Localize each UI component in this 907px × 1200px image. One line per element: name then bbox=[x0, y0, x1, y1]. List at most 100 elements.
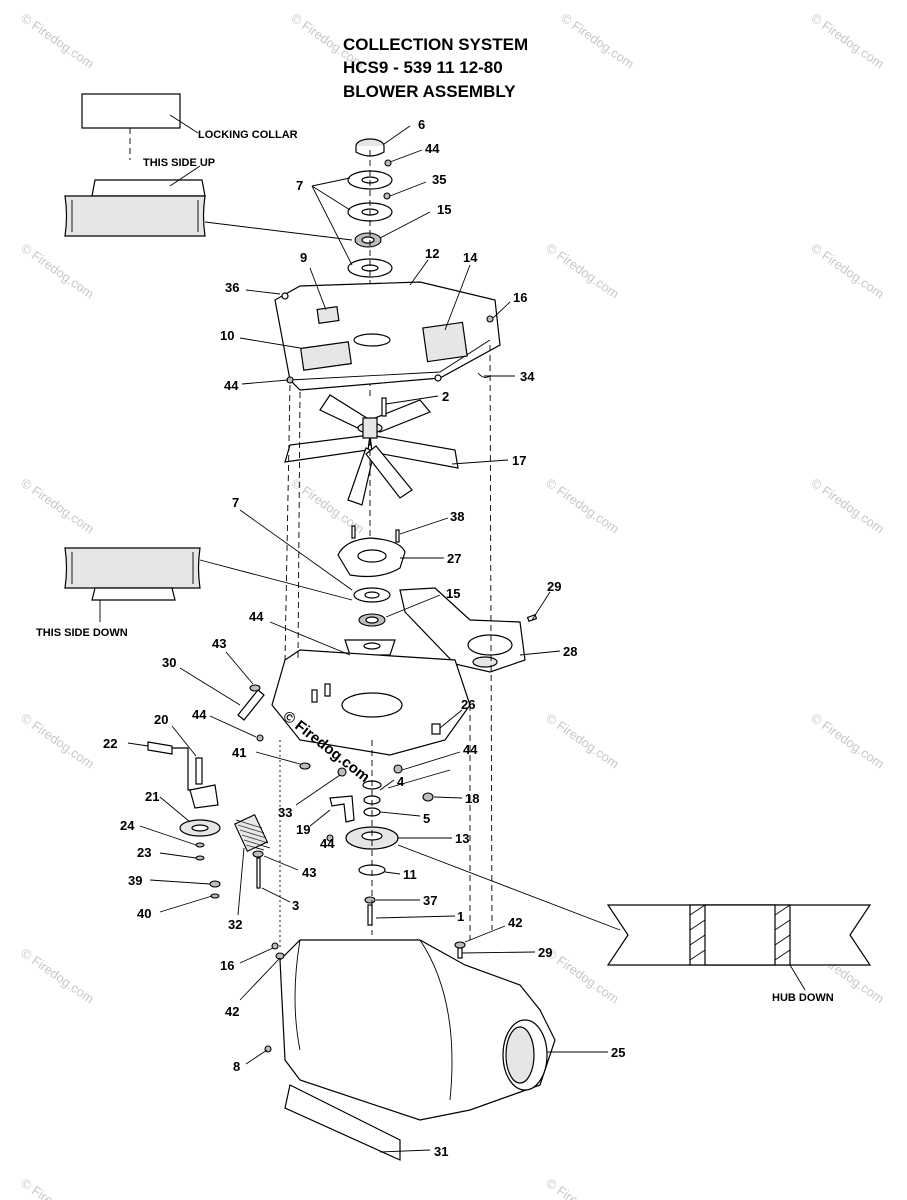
leader-lines bbox=[127, 125, 608, 1153]
callout-20: 20 bbox=[154, 712, 168, 727]
drive-pulley-stack bbox=[326, 740, 621, 935]
nut-33 bbox=[337, 767, 347, 777]
callout-44: 44 bbox=[463, 742, 478, 757]
callout-8: 8 bbox=[233, 1059, 240, 1074]
callout-1: 1 bbox=[457, 909, 464, 924]
callout-15: 15 bbox=[437, 202, 451, 217]
callout-7: 7 bbox=[296, 178, 303, 193]
hub-down-detail: HUB DOWN bbox=[606, 904, 872, 1004]
title-line-1: COLLECTION SYSTEM bbox=[343, 35, 528, 54]
watermark: © Firedog.com bbox=[808, 710, 887, 771]
belt-guard bbox=[399, 587, 538, 673]
nut-40 bbox=[210, 893, 220, 899]
nut-16 bbox=[486, 315, 494, 323]
callout-22: 22 bbox=[103, 736, 117, 751]
nut-44-deck bbox=[393, 764, 403, 774]
washer-43a bbox=[249, 684, 261, 692]
watermark: © Firedog.com bbox=[543, 945, 622, 1006]
clip-34 bbox=[477, 372, 491, 378]
nut-16-lower bbox=[271, 942, 279, 950]
watermark: © Firedog.com bbox=[808, 240, 887, 301]
blower-housing bbox=[264, 939, 556, 1161]
callout-14: 14 bbox=[463, 250, 478, 265]
watermark: © Firedog.com bbox=[18, 10, 97, 71]
callout-44: 44 bbox=[192, 707, 207, 722]
callout-27: 27 bbox=[447, 551, 461, 566]
callout-24: 24 bbox=[120, 818, 135, 833]
decal-14 bbox=[422, 321, 468, 363]
callout-28: 28 bbox=[563, 644, 577, 659]
this-side-down-label: THIS SIDE DOWN bbox=[36, 627, 128, 639]
bearing-ring-shape bbox=[64, 195, 206, 237]
bolt-3 bbox=[256, 857, 261, 889]
watermark: © Firedog.com bbox=[808, 475, 887, 536]
callout-12: 12 bbox=[425, 246, 439, 261]
handle-22 bbox=[147, 741, 173, 755]
watermark: © Firedog.com bbox=[543, 710, 622, 771]
lower-bearing-plate bbox=[337, 525, 406, 578]
callout-31: 31 bbox=[434, 1144, 448, 1159]
callout-11: 11 bbox=[403, 867, 417, 882]
callout-16: 16 bbox=[220, 958, 234, 973]
plate-opening bbox=[353, 333, 391, 347]
callout-labels: 6 44 7 35 15 12 14 9 36 16 10 44 34 2 17… bbox=[103, 117, 625, 1159]
housing-plate-12 bbox=[274, 281, 501, 391]
bolt-2 bbox=[381, 397, 387, 417]
nut-44-arm bbox=[256, 734, 264, 742]
callout-44: 44 bbox=[224, 378, 239, 393]
bracket-20 bbox=[189, 784, 219, 809]
callout-7: 7 bbox=[232, 495, 239, 510]
watermark: © Firedog.com bbox=[808, 10, 887, 71]
bracket-19 bbox=[329, 795, 355, 823]
callout-2: 2 bbox=[442, 389, 449, 404]
watermark: © Firedog.com bbox=[543, 240, 622, 301]
callout-29: 29 bbox=[547, 579, 561, 594]
callout-43: 43 bbox=[302, 865, 316, 880]
idler-assembly bbox=[147, 684, 311, 899]
callout-6: 6 bbox=[418, 117, 425, 132]
alignment-lines bbox=[279, 344, 493, 950]
locking-collar-label: LOCKING COLLAR bbox=[198, 129, 298, 141]
callout-4: 4 bbox=[397, 774, 405, 789]
locking-collar-detail: LOCKING COLLAR THIS SIDE UP bbox=[64, 93, 353, 241]
top-bearing-stack bbox=[347, 138, 393, 400]
washer-39 bbox=[209, 880, 221, 888]
callout-19: 19 bbox=[296, 822, 310, 837]
callout-32: 32 bbox=[228, 917, 242, 932]
top-housing-plate bbox=[274, 281, 501, 391]
callout-29: 29 bbox=[538, 945, 552, 960]
screw-29-lower bbox=[457, 947, 463, 959]
collar-hub-shape bbox=[91, 179, 206, 197]
callout-21: 21 bbox=[145, 789, 159, 804]
callout-44: 44 bbox=[249, 609, 264, 624]
washer-42-lower bbox=[275, 952, 285, 960]
bolt-35 bbox=[383, 192, 391, 200]
bolt-38-right bbox=[395, 529, 400, 543]
title-line-3: BLOWER ASSEMBLY bbox=[343, 82, 516, 101]
title-line-2: HCS9 - 539 11 12-80 bbox=[343, 58, 503, 77]
spring-32 bbox=[233, 814, 271, 852]
bolt-38-left bbox=[351, 525, 356, 539]
callout-44: 44 bbox=[320, 836, 335, 851]
callout-26: 26 bbox=[461, 697, 475, 712]
chute-31 bbox=[284, 1084, 401, 1161]
screw-36 bbox=[281, 292, 289, 300]
callout-40: 40 bbox=[137, 906, 151, 921]
hub-down-label: HUB DOWN bbox=[772, 992, 834, 1004]
callout-42: 42 bbox=[225, 1004, 239, 1019]
callout-37: 37 bbox=[423, 893, 437, 908]
washer-24 bbox=[195, 842, 205, 848]
callout-42: 42 bbox=[508, 915, 522, 930]
decal-10 bbox=[300, 341, 352, 371]
watermark: © Firedog.com bbox=[18, 945, 97, 1006]
callout-23: 23 bbox=[137, 845, 151, 860]
middle-bearing-stack bbox=[344, 587, 396, 661]
hub-hatch-left bbox=[689, 904, 706, 961]
callout-25: 25 bbox=[611, 1045, 625, 1060]
watermark: © Firedog.com bbox=[543, 1175, 622, 1200]
callout-18: 18 bbox=[465, 791, 479, 806]
washer-41 bbox=[299, 762, 311, 770]
callout-10: 10 bbox=[220, 328, 234, 343]
nut-44 bbox=[384, 159, 392, 167]
